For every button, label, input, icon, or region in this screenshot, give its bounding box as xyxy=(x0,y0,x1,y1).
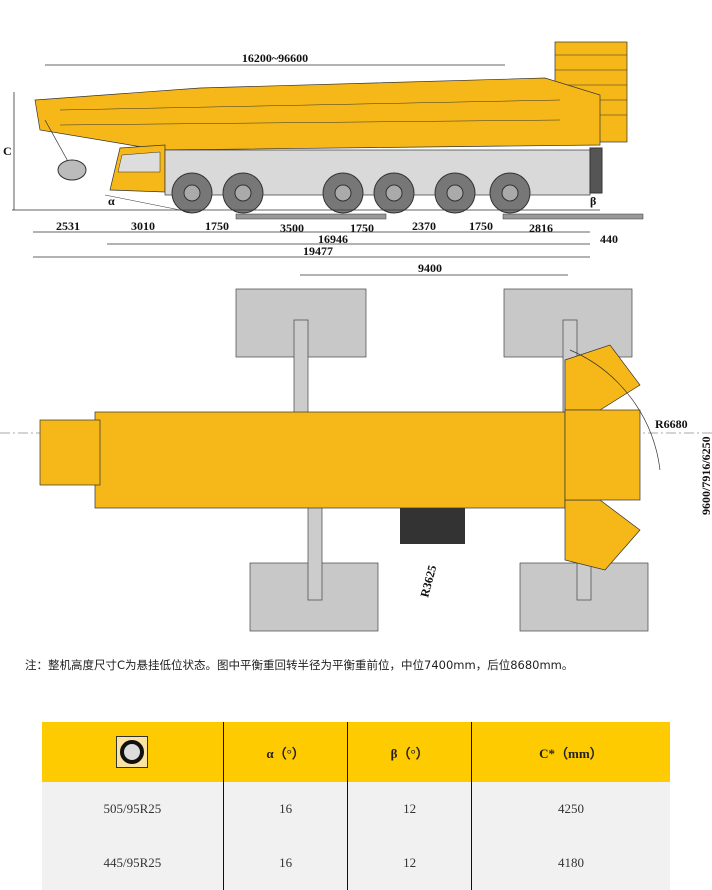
tail-radius-dim: R3625 xyxy=(417,564,439,599)
beta-header: β（°） xyxy=(347,722,472,782)
dim-2816: 2816 xyxy=(529,221,553,235)
table-row: 505/95R25 16 12 4250 xyxy=(42,782,670,836)
side-view: 16200~96600 C xyxy=(3,41,644,258)
table-row: 445/95R25 16 12 4180 xyxy=(42,836,670,890)
dim-1750: 1750 xyxy=(350,221,374,235)
tyre-icon xyxy=(116,736,149,768)
alpha-cell: 16 xyxy=(222,836,348,890)
alpha-cell: 16 xyxy=(222,782,348,836)
dim-1750: 1750 xyxy=(469,219,493,233)
boom-top xyxy=(94,411,566,509)
height-c-label: C xyxy=(3,144,12,158)
dim-3010: 3010 xyxy=(131,219,155,233)
note-text: 注：整机高度尺寸C为悬挂低位状态。图中平衡重回转半径为平衡重前位，中位7400m… xyxy=(25,658,574,672)
dim-1750: 1750 xyxy=(205,219,229,233)
beta-angle-label: β xyxy=(590,194,596,208)
dim-2531: 2531 xyxy=(56,219,80,233)
beta-cell: 12 xyxy=(347,782,472,836)
tyre-spec-table: α（°） β（°） C*（mm） 505/95R25 16 12 4250 44… xyxy=(42,722,670,890)
counterweight-radius-dim: R6680 xyxy=(655,417,688,431)
alpha-header: α（°） xyxy=(222,722,348,782)
boom-length-dim: 16200~96600 xyxy=(242,51,308,65)
tyre-cell: 505/95R25 xyxy=(42,782,224,836)
beta-cell: 12 xyxy=(347,836,472,890)
dim-2370: 2370 xyxy=(412,219,436,233)
c-header: C*（mm） xyxy=(470,722,670,782)
crane-drawing: 16200~96600 C xyxy=(0,41,712,632)
c-cell: 4250 xyxy=(470,782,670,836)
alpha-angle-label: α xyxy=(108,194,115,208)
dim-3500: 3500 xyxy=(280,221,304,235)
tyre-header xyxy=(42,722,224,782)
outrigger-span-dim: 9400 xyxy=(418,261,442,275)
telescopic-boom xyxy=(34,77,601,151)
dim-16946: 16946 xyxy=(318,232,348,246)
tyre-cell: 445/95R25 xyxy=(42,836,224,890)
c-cell: 4180 xyxy=(470,836,670,890)
dim-440: 440 xyxy=(600,232,618,246)
table-header-row: α（°） β（°） C*（mm） xyxy=(42,722,670,782)
outrigger-width-dim: 9600/7916/6250 xyxy=(699,436,712,515)
dim-19477: 19477 xyxy=(303,244,333,258)
top-view: 9400 R6680 9600/7916/6250 R3625 xyxy=(0,261,712,632)
hook-block xyxy=(57,159,87,181)
